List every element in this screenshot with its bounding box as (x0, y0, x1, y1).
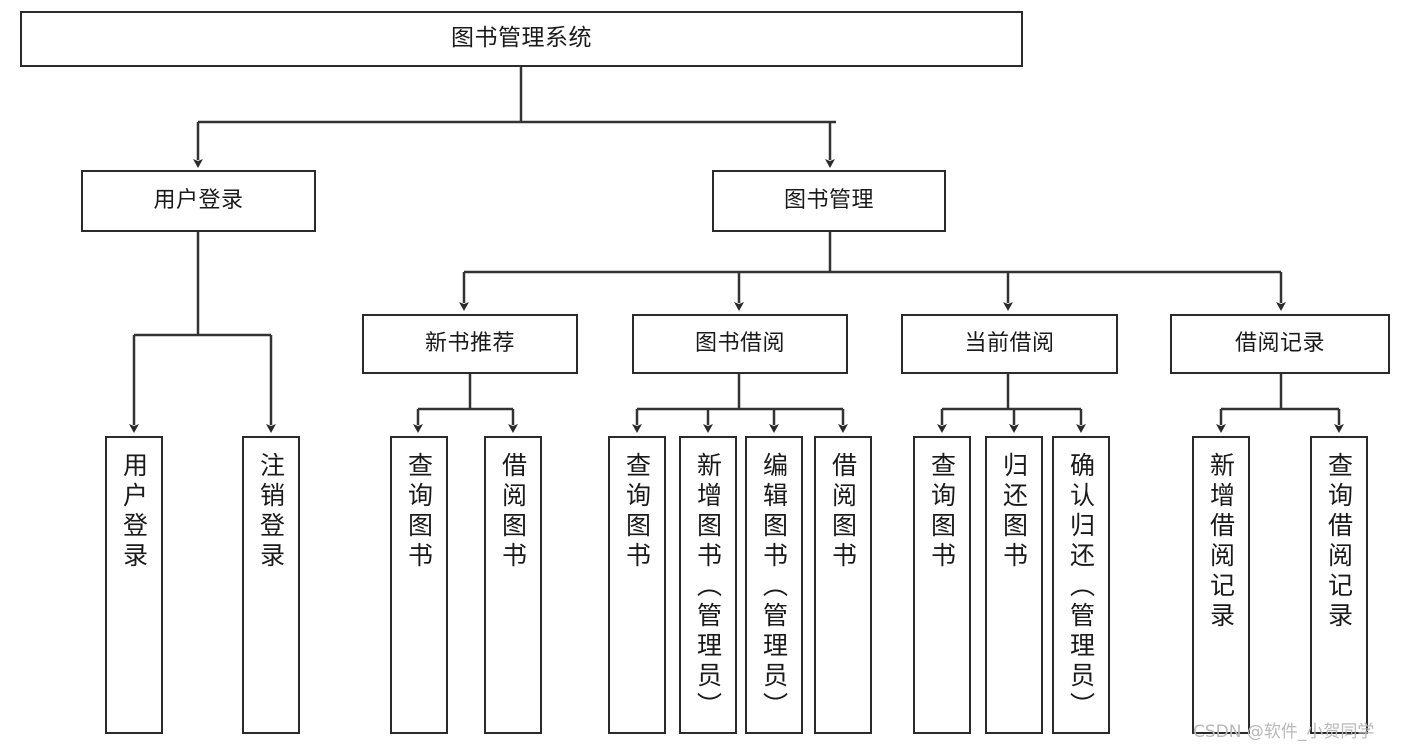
node-leaf-borrow-book-1[interactable]: 借阅图书 (484, 436, 542, 734)
node-leaf-add-record[interactable]: 新增借阅记录 (1192, 436, 1250, 734)
node-leaf-borrow-book-2-label: 借阅图书 (828, 452, 858, 572)
node-user-login[interactable]: 用户登录 (81, 170, 316, 232)
node-leaf-query-record-label: 查询借阅记录 (1324, 452, 1354, 632)
node-leaf-borrow-book-1-label: 借阅图书 (498, 452, 528, 572)
node-leaf-user-login[interactable]: 用户登录 (105, 436, 163, 734)
node-leaf-user-login-label: 用户登录 (119, 452, 149, 572)
node-leaf-confirm-return[interactable]: 确认归还（管理员） (1052, 436, 1110, 734)
node-leaf-query-book-2[interactable]: 查询图书 (608, 436, 666, 734)
node-leaf-edit-book-label: 编辑图书（管理员） (759, 452, 789, 722)
node-book-manage[interactable]: 图书管理 (712, 170, 946, 232)
csdn-watermark: CSDN @软件_小贺同学 (1193, 722, 1375, 742)
node-leaf-return-book-label: 归还图书 (999, 452, 1029, 572)
node-book-borrow[interactable]: 图书借阅 (632, 314, 848, 374)
node-borrow-record-label: 借阅记录 (1234, 331, 1325, 357)
node-leaf-query-book-3-label: 查询图书 (927, 452, 957, 572)
node-leaf-query-record[interactable]: 查询借阅记录 (1310, 436, 1368, 734)
node-leaf-logout[interactable]: 注销登录 (242, 436, 300, 734)
node-root-label: 图书管理系统 (451, 25, 592, 52)
node-leaf-add-record-label: 新增借阅记录 (1206, 452, 1236, 632)
node-root[interactable]: 图书管理系统 (20, 11, 1023, 67)
node-current-borrow[interactable]: 当前借阅 (901, 314, 1118, 374)
node-leaf-query-book-1[interactable]: 查询图书 (390, 436, 448, 734)
node-leaf-confirm-return-label: 确认归还（管理员） (1066, 452, 1096, 722)
node-book-manage-label: 图书管理 (783, 188, 874, 214)
node-leaf-query-book-1-label: 查询图书 (404, 452, 434, 572)
node-leaf-borrow-book-2[interactable]: 借阅图书 (814, 436, 872, 734)
node-leaf-query-book-3[interactable]: 查询图书 (913, 436, 971, 734)
node-new-book-recommend-label: 新书推荐 (424, 331, 515, 357)
node-leaf-query-book-2-label: 查询图书 (622, 452, 652, 572)
node-borrow-record[interactable]: 借阅记录 (1170, 314, 1390, 374)
node-book-borrow-label: 图书借阅 (694, 331, 785, 357)
node-user-login-label: 用户登录 (153, 188, 244, 214)
node-new-book-recommend[interactable]: 新书推荐 (362, 314, 578, 374)
node-leaf-logout-label: 注销登录 (256, 452, 286, 572)
node-leaf-add-book[interactable]: 新增图书（管理员） (679, 436, 737, 734)
node-leaf-add-book-label: 新增图书（管理员） (693, 452, 723, 722)
node-leaf-edit-book[interactable]: 编辑图书（管理员） (745, 436, 803, 734)
node-leaf-return-book[interactable]: 归还图书 (985, 436, 1043, 734)
node-current-borrow-label: 当前借阅 (964, 331, 1055, 357)
